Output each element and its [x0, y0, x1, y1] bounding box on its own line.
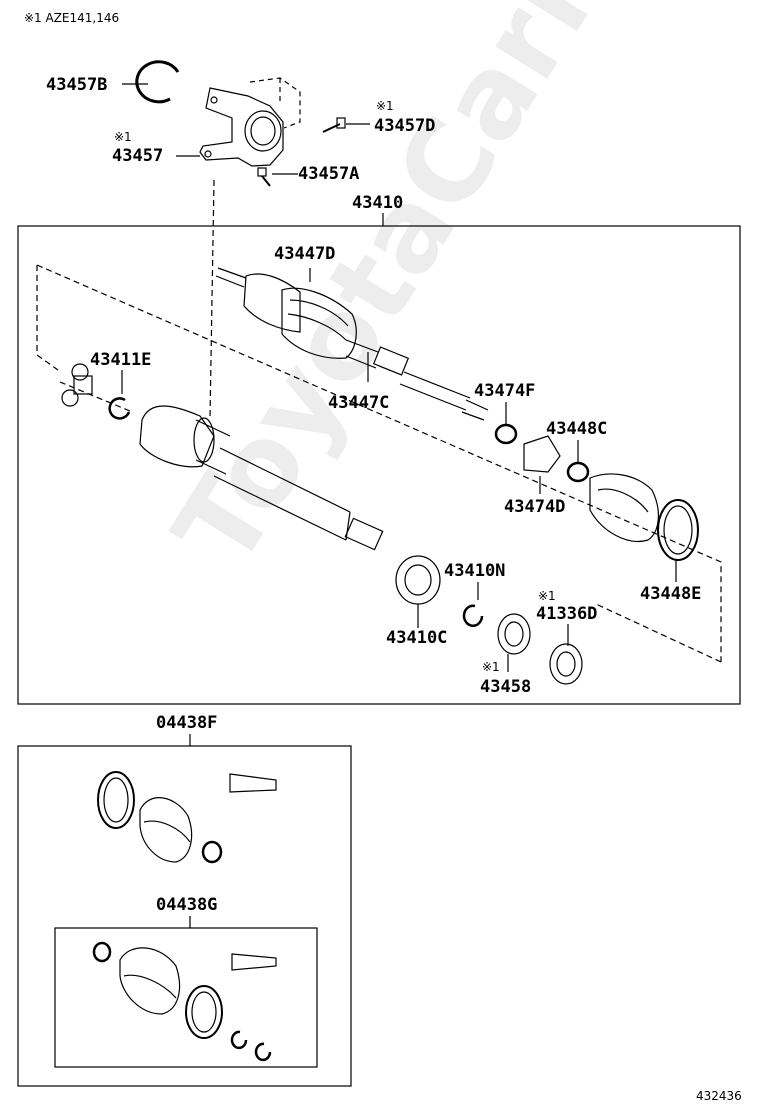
part-label-43457A[interactable]: 43457A	[298, 164, 360, 184]
part-label-04438F[interactable]: 04438F	[156, 713, 218, 733]
part-label-43448C[interactable]: 43448C	[546, 419, 608, 439]
part-label-41336D[interactable]: 41336D	[536, 604, 598, 624]
part-label-43457D[interactable]: 43457D	[374, 116, 436, 136]
part-label-43457B[interactable]: 43457B	[46, 75, 108, 95]
note-mark-43458: ※1	[482, 660, 500, 674]
part-label-43448E[interactable]: 43448E	[640, 584, 702, 604]
part-label-43411E[interactable]: 43411E	[90, 350, 152, 370]
part-label-43474F[interactable]: 43474F	[474, 381, 536, 401]
kit-04438G-frame	[54, 927, 318, 1068]
note-mark-43457D: ※1	[376, 99, 394, 113]
note-mark-41336D: ※1	[538, 589, 556, 603]
part-label-43457[interactable]: 43457	[112, 146, 164, 166]
part-label-43410[interactable]: 43410	[352, 193, 404, 213]
part-label-43410N[interactable]: 43410N	[444, 561, 506, 581]
note-mark-43457: ※1	[114, 130, 132, 144]
part-label-43458[interactable]: 43458	[480, 677, 532, 697]
header-note: ※1 AZE141,146	[24, 11, 120, 25]
kit-04438F-frame	[17, 745, 352, 1087]
part-label-43474D[interactable]: 43474D	[504, 497, 566, 517]
part-label-43447D[interactable]: 43447D	[274, 244, 336, 264]
figure-number: 432436	[696, 1089, 742, 1103]
part-label-43447C[interactable]: 43447C	[328, 393, 390, 413]
assembly-43410-frame	[17, 225, 741, 705]
part-label-04438G[interactable]: 04438G	[156, 895, 218, 915]
part-label-43410C[interactable]: 43410C	[386, 628, 448, 648]
